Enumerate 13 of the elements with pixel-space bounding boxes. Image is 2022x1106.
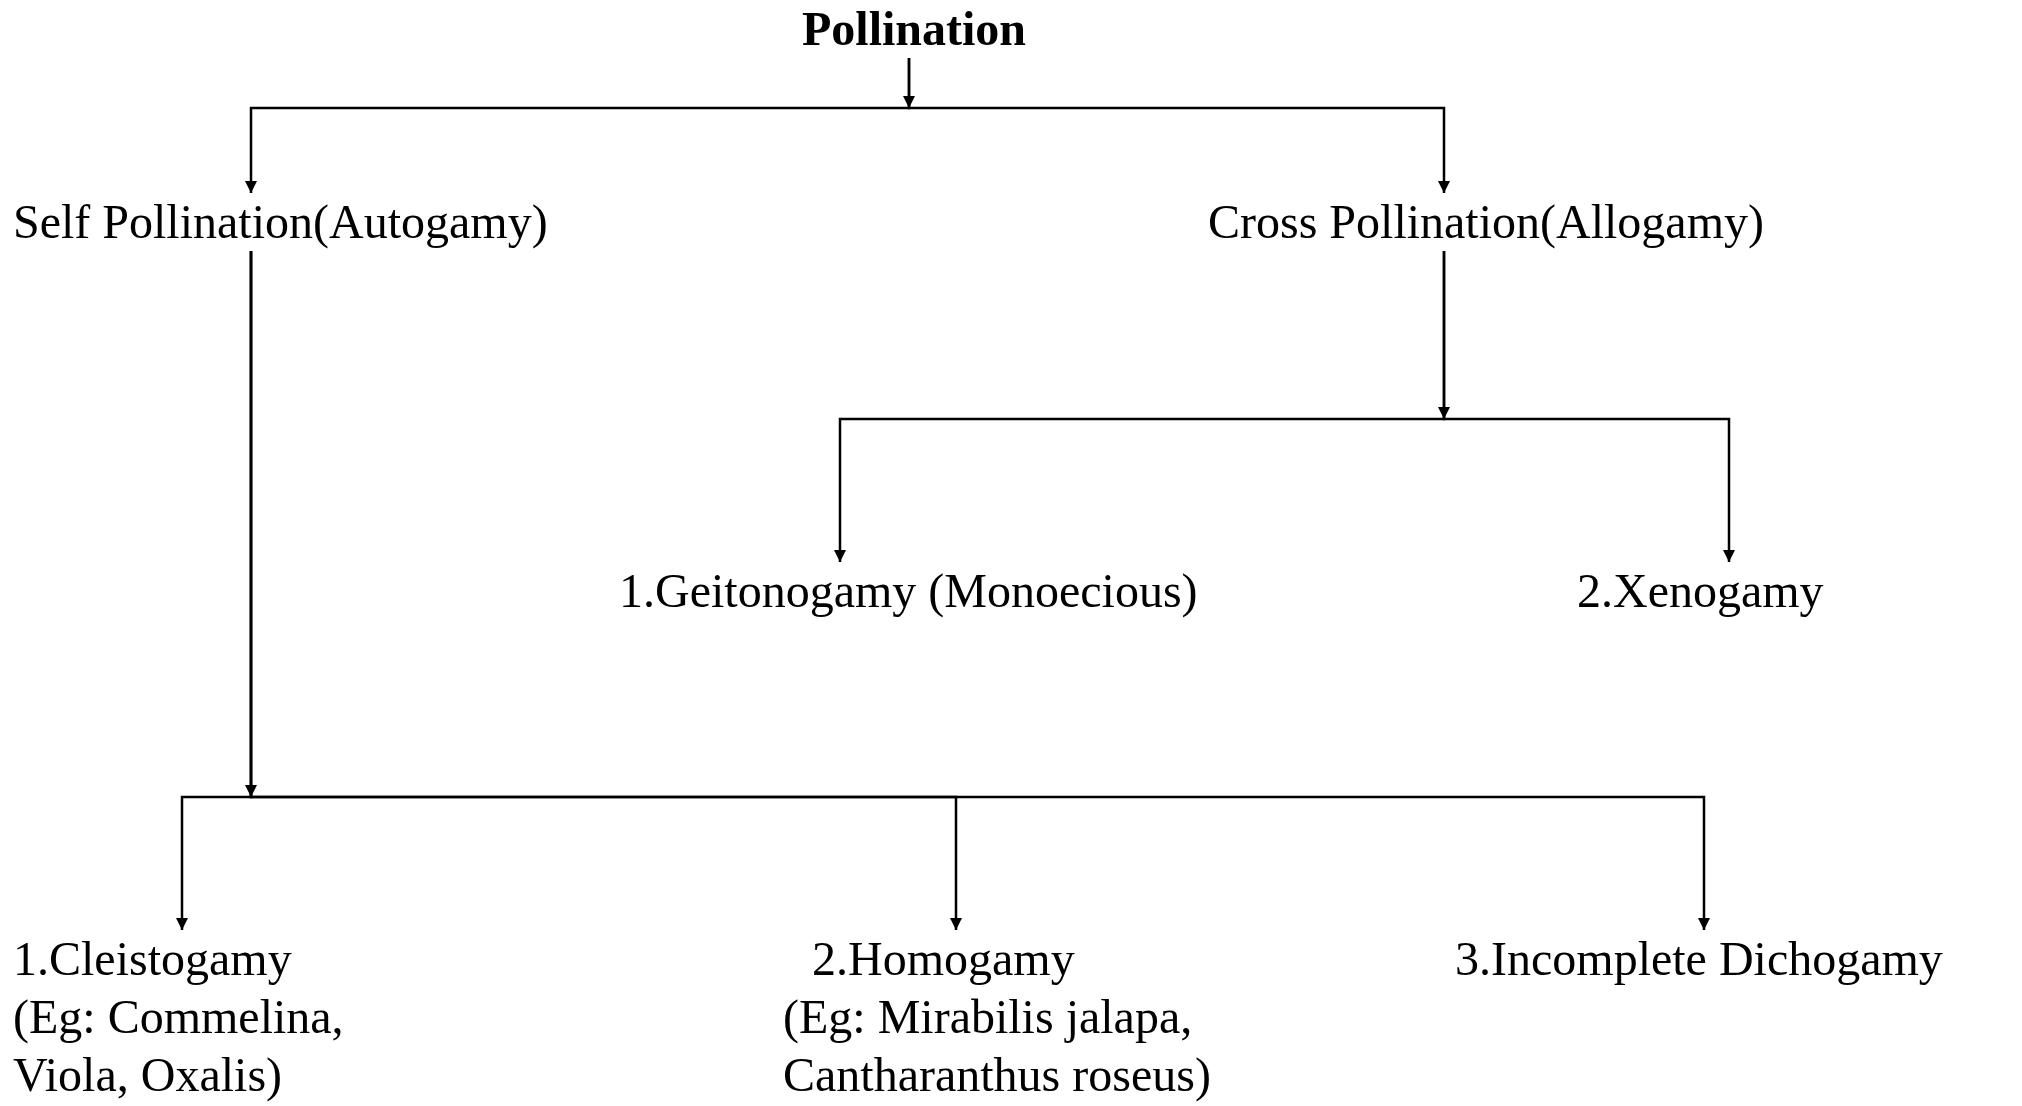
example-text: (Eg: Commelina, Viola, Oxalis) (13, 989, 345, 1104)
category-label: Self Pollination(Autogamy) (13, 193, 548, 251)
arrow (1442, 251, 1735, 562)
category-label: 3.Incomplete Dichogamy (1455, 930, 1943, 988)
category-label: Cross Pollination(Allogamy) (1208, 193, 1764, 251)
category-label: 2.Xenogamy (1577, 562, 1824, 620)
category-label: 2.Homogamy (811, 931, 1075, 987)
title-text: Pollination (802, 0, 1027, 58)
category-label: 1.Geitonogamy (Monoecious) (619, 562, 1198, 620)
category-label: 1.Cleistogamy (13, 931, 292, 987)
example-text: (Eg: Mirabilis jalapa, Cantharanthus roseus) (783, 989, 1212, 1104)
arrow (249, 251, 1710, 930)
arrow (907, 58, 1450, 193)
